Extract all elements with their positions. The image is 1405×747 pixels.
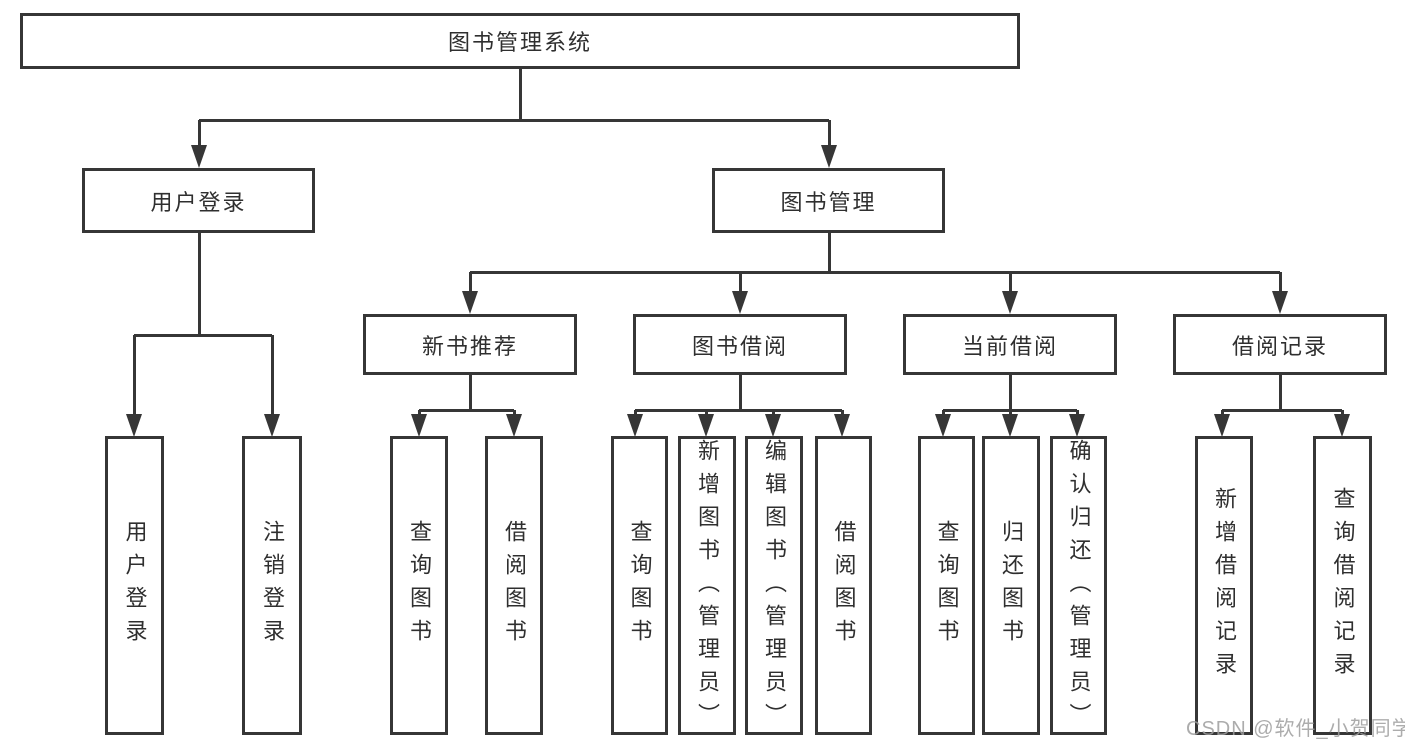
connector-line: [270, 335, 274, 416]
node-leaf-add-borrow-record: 新增借阅记录: [1195, 436, 1253, 735]
node-leaf-confirm-return: 确认归还（管理员）: [1050, 436, 1107, 736]
node-label: 编辑图书（管理员）: [762, 439, 787, 736]
node-label: 图书管理: [780, 189, 877, 215]
connector-line: [132, 335, 136, 416]
arrow-down-icon: [1334, 414, 1350, 437]
node-label: 用户登录: [150, 189, 247, 215]
connector-line: [827, 120, 831, 148]
connector-line: [635, 408, 842, 412]
node-label: 图书借阅: [691, 333, 788, 359]
connector-line: [704, 410, 708, 416]
arrow-down-icon: [765, 414, 781, 437]
connector-line: [1075, 410, 1079, 416]
arrow-down-icon: [1272, 291, 1288, 314]
node-borrowing-records: 借阅记录: [1173, 314, 1387, 375]
arrow-down-icon: [506, 414, 522, 437]
arrow-down-icon: [732, 291, 748, 314]
arrow-down-icon: [935, 414, 951, 437]
node-label: 注销登录: [260, 519, 285, 652]
arrow-down-icon: [698, 414, 714, 437]
arrow-down-icon: [821, 145, 837, 168]
node-leaf-query-book-b: 查询图书: [611, 436, 668, 735]
connector-line: [827, 233, 831, 272]
connector-line: [199, 118, 829, 122]
node-root: 图书管理系统: [20, 13, 1020, 69]
connector-line: [941, 410, 945, 416]
node-leaf-query-borrow-record: 查询借阅记录: [1313, 436, 1372, 735]
node-label: 新增图书（管理员）: [695, 439, 720, 736]
connector-line: [134, 333, 272, 337]
connector-line: [470, 270, 1280, 274]
connector-line: [1008, 410, 1012, 416]
connector-line: [1278, 272, 1282, 293]
connector-line: [1222, 408, 1342, 412]
node-book-management: 图书管理: [712, 168, 945, 233]
node-label: 图书管理系统: [447, 30, 592, 55]
node-leaf-query-book-c: 查询图书: [918, 436, 975, 735]
connector-line: [1278, 375, 1282, 410]
connector-line: [633, 410, 637, 416]
arrow-down-icon: [191, 145, 207, 168]
node-current-borrowing: 当前借阅: [903, 314, 1117, 375]
arrow-down-icon: [834, 414, 850, 437]
node-book-borrowing: 图书借阅: [633, 314, 847, 375]
node-leaf-borrow-book-b: 借阅图书: [815, 436, 872, 735]
node-label: 查询图书: [934, 519, 960, 652]
node-user-login: 用户登录: [82, 168, 315, 233]
arrow-down-icon: [264, 414, 280, 437]
csdn-watermark: CSDN @软件_小贺同学: [1186, 718, 1405, 740]
node-new-book-recommend: 新书推荐: [363, 314, 577, 375]
arrow-down-icon: [1069, 414, 1085, 437]
node-label: 新增借阅记录: [1212, 486, 1237, 685]
connector-line: [1008, 375, 1012, 410]
node-label: 借阅图书: [831, 519, 857, 652]
arrow-down-icon: [627, 414, 643, 437]
connector-line: [512, 410, 516, 416]
connector-line: [1008, 272, 1012, 293]
node-label: 新书推荐: [421, 333, 518, 359]
connector-line: [417, 410, 421, 416]
node-label: 归还图书: [999, 519, 1024, 652]
node-label: 查询图书: [407, 519, 432, 652]
node-label: 借阅记录: [1231, 333, 1328, 359]
connector-line: [771, 410, 775, 416]
connector-line: [1220, 410, 1224, 416]
arrow-down-icon: [1002, 291, 1018, 314]
connector-line: [468, 375, 472, 410]
node-label: 确认归还（管理员）: [1066, 439, 1092, 736]
connector-line: [840, 410, 844, 416]
connector-line: [518, 69, 522, 120]
node-label: 借阅图书: [502, 519, 527, 652]
node-label: 用户登录: [122, 519, 148, 652]
node-label: 查询图书: [627, 519, 653, 652]
connector-line: [197, 120, 201, 148]
arrow-down-icon: [126, 414, 142, 437]
node-leaf-borrow-book-a: 借阅图书: [485, 436, 543, 735]
arrow-down-icon: [1214, 414, 1230, 437]
node-leaf-logout: 注销登录: [242, 436, 302, 735]
connector-line: [197, 233, 201, 335]
arrow-down-icon: [1002, 414, 1018, 437]
node-label: 查询借阅记录: [1330, 486, 1356, 685]
connector-line: [738, 375, 742, 410]
arrow-down-icon: [411, 414, 427, 437]
node-leaf-add-book: 新增图书（管理员）: [678, 436, 736, 736]
connector-line: [738, 272, 742, 293]
node-leaf-edit-book: 编辑图书（管理员）: [745, 436, 803, 736]
connector-line: [468, 272, 472, 293]
node-leaf-query-book-a: 查询图书: [390, 436, 448, 735]
connector-line: [419, 408, 514, 412]
node-label: 当前借阅: [961, 333, 1058, 359]
node-leaf-user-login: 用户登录: [105, 436, 164, 735]
node-leaf-return-book: 归还图书: [982, 436, 1040, 735]
arrow-down-icon: [462, 291, 478, 314]
connector-line: [1340, 410, 1344, 416]
